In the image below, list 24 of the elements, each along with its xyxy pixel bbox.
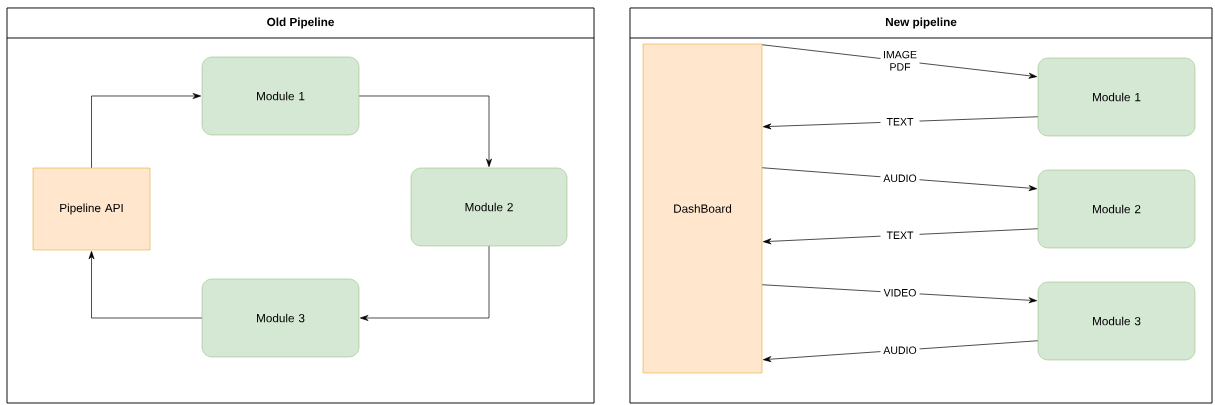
module-box: Module 1 (201, 56, 360, 136)
edge-label: AUDIO (880, 345, 920, 356)
module-box: Module 3 (201, 278, 360, 358)
arrow (761, 167, 1037, 191)
arrow (88, 251, 203, 319)
arrow (761, 44, 1037, 79)
arrow (91, 93, 201, 169)
edge-label: VIDEO (880, 287, 920, 298)
edge-label: AUDIO (880, 173, 920, 184)
arrow (763, 116, 1039, 130)
edge-label: TEXT (880, 230, 920, 241)
arrow (763, 228, 1039, 245)
arrow (763, 340, 1039, 363)
process-box: DashBoard (642, 43, 763, 374)
arrow (358, 95, 492, 167)
module-box: Module 2 (1037, 169, 1196, 249)
arrow (761, 284, 1037, 304)
module-box: Module 2 (410, 167, 568, 247)
process-box: Pipeline API (32, 167, 151, 251)
module-box: Module 3 (1037, 281, 1196, 361)
arrow (360, 245, 490, 321)
edge-label: IMAGE PDF (880, 49, 920, 72)
module-box: Module 1 (1037, 57, 1196, 137)
edge-label: TEXT (880, 116, 920, 127)
